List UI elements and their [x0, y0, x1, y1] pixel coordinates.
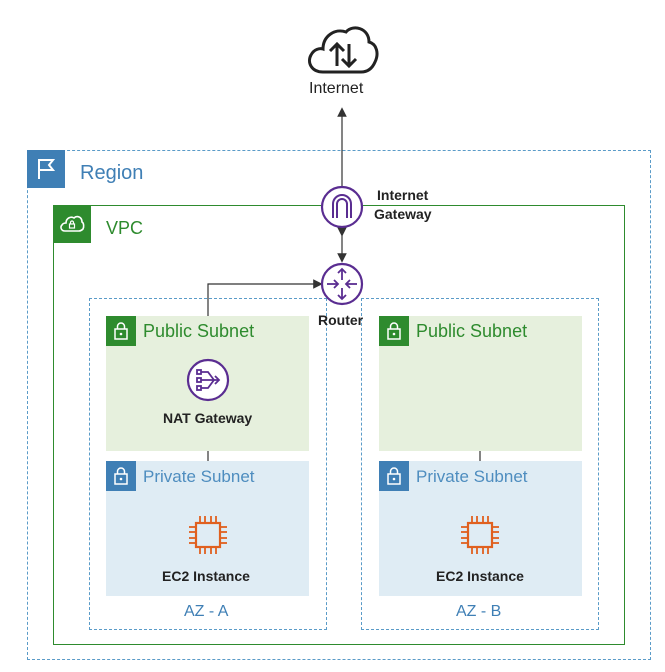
router-icon: [320, 262, 364, 306]
region-boundary: [27, 150, 651, 660]
internet-gateway-label-line2: Gateway: [374, 206, 432, 222]
az-b-private-subnet: [379, 461, 582, 596]
router-label: Router: [318, 312, 364, 328]
internet-cloud-icon: [305, 22, 379, 78]
az-a-boundary: [89, 298, 327, 630]
vpc-label: VPC: [106, 218, 144, 238]
lock-icon: [379, 461, 409, 491]
internet-gateway-label-line1: Internet: [377, 187, 429, 203]
internet-gateway-icon: [320, 185, 364, 229]
nat-gateway-label: NAT Gateway: [163, 410, 253, 426]
region-label: Region: [80, 162, 144, 184]
ec2-instance-b-label: EC2 Instance: [436, 568, 524, 584]
nat-gateway-icon: [186, 358, 230, 402]
az-b-private-subnet-label: Private Subnet: [416, 467, 528, 486]
internet-label: Internet: [309, 80, 364, 97]
ec2-chip-icon: [459, 514, 501, 556]
vpc-cloud-lock-icon: [53, 205, 91, 243]
az-a-label: AZ - A: [184, 603, 229, 620]
az-b-public-subnet-label: Public Subnet: [416, 321, 528, 341]
lock-icon: [106, 316, 136, 346]
ec2-chip-icon: [187, 514, 229, 556]
az-a-private-subnet: [106, 461, 309, 596]
az-b-boundary: [361, 298, 599, 630]
az-b-label: AZ - B: [456, 603, 502, 620]
flag-icon: [27, 150, 65, 188]
az-a-public-subnet-label: Public Subnet: [143, 321, 255, 341]
lock-icon: [106, 461, 136, 491]
az-b-public-subnet: [379, 316, 582, 451]
az-a-private-subnet-label: Private Subnet: [143, 467, 255, 486]
ec2-instance-a-label: EC2 Instance: [162, 568, 250, 584]
lock-icon: [379, 316, 409, 346]
